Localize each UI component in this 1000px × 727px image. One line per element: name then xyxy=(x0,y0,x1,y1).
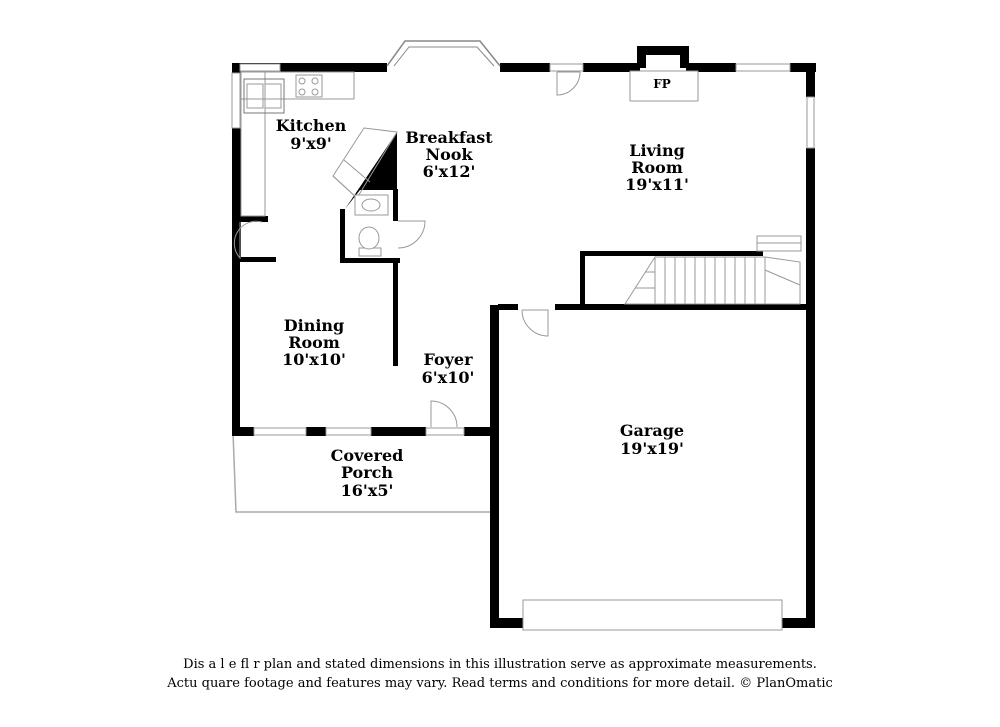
foyer-name: Foyer xyxy=(423,350,473,369)
kitchen-name: Kitchen xyxy=(276,116,347,135)
dining-room-size: 10'x10' xyxy=(282,350,346,369)
powder-room-fixtures xyxy=(354,194,389,257)
living-room-name-2: Room xyxy=(631,158,683,177)
covered-porch-name-2: Porch xyxy=(341,463,393,482)
walls xyxy=(232,46,816,628)
kitchen-size: 9'x9' xyxy=(290,134,332,153)
fireplace xyxy=(629,70,699,102)
dining-room-name-1: Dining xyxy=(284,316,344,335)
covered-porch-name-1: Covered xyxy=(331,446,404,465)
foyer-size: 6'x10' xyxy=(422,368,475,387)
staircase xyxy=(624,235,802,305)
disclaimer-line-1: Dis a l e fl r plan and stated dimension… xyxy=(183,657,817,672)
living-room-size: 19'x11' xyxy=(625,175,689,194)
garage-name: Garage xyxy=(620,421,684,440)
windows xyxy=(231,40,815,436)
room-labels: Kitchen 9'x9' Breakfast Nook 6'x12' Livi… xyxy=(276,77,689,500)
breakfast-nook-name-1: Breakfast xyxy=(405,128,493,147)
covered-porch-outline xyxy=(232,431,493,513)
kitchen-fixtures xyxy=(240,71,398,217)
fireplace-label: FP xyxy=(653,77,671,91)
doors xyxy=(233,71,581,428)
covered-porch-size: 16'x5' xyxy=(341,481,394,500)
garage-size: 19'x19' xyxy=(620,439,684,458)
dining-room-name-2: Room xyxy=(288,333,340,352)
disclaimer-line-2: Actu quare footage and features may vary… xyxy=(167,676,833,691)
breakfast-nook-name-2: Nook xyxy=(425,145,473,164)
breakfast-nook-size: 6'x12' xyxy=(423,162,476,181)
garage-door xyxy=(522,599,783,631)
living-room-name-1: Living xyxy=(629,141,685,160)
